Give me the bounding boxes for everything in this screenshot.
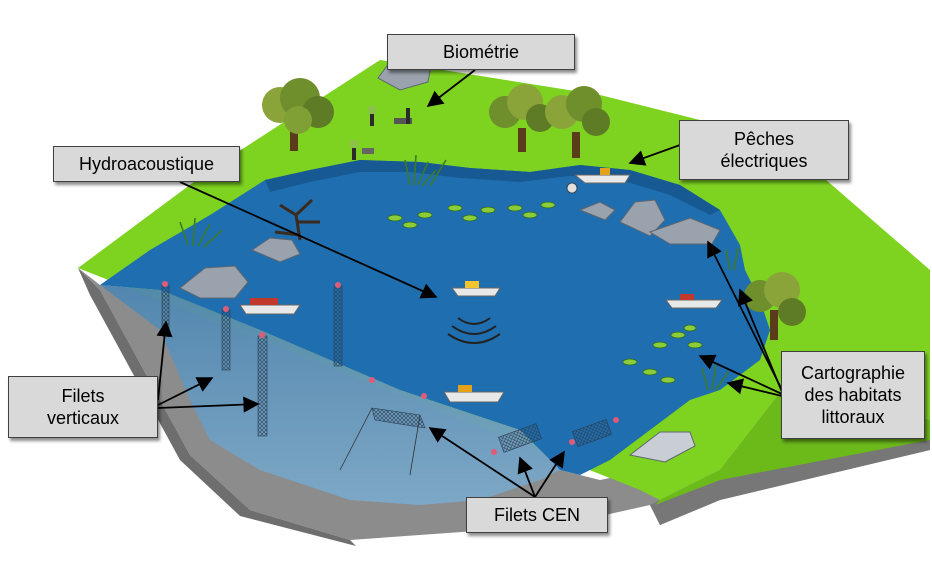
boat-right	[665, 294, 723, 309]
dead-tree	[274, 198, 320, 241]
arrow-peches	[628, 144, 681, 166]
cen-nets	[339, 377, 619, 476]
tree-back-right-2	[545, 86, 610, 158]
arrow-filets-verticaux-1	[156, 320, 173, 401]
arrow-carto-2	[738, 288, 783, 393]
label-filets-cen: Filets CEN	[466, 497, 608, 533]
arrow-hydroacoustique	[179, 181, 438, 299]
arrow-biometrie	[426, 69, 476, 107]
rocks	[179, 49, 721, 463]
boat-cen	[443, 385, 505, 403]
arrow-filets-verticaux-2	[157, 377, 214, 406]
label-hydroacoustique: Hydroacoustique	[53, 146, 240, 182]
arrow-carto-1	[707, 240, 783, 391]
tree-right-shore	[744, 272, 806, 340]
biometry-workers	[350, 106, 412, 160]
arrow-filets-verticaux-3	[157, 396, 260, 413]
tree-back-right-1	[489, 84, 554, 152]
trees	[262, 78, 806, 340]
arrow-cen-1	[428, 427, 536, 498]
arrow-cen-3	[534, 450, 565, 498]
label-filets-verticaux: Filets verticaux	[8, 376, 158, 438]
lake-water	[100, 160, 770, 475]
lily-pads	[387, 201, 703, 384]
arrow-carto-3	[698, 354, 783, 395]
label-peches-electriques: Pêches électriques	[679, 120, 849, 180]
boat-hydroacoustic	[447, 281, 501, 344]
tree-left	[262, 78, 334, 151]
arrows	[156, 69, 783, 498]
arrow-carto-4	[726, 378, 783, 397]
boat-electric	[566, 168, 631, 194]
boat-net-left	[239, 298, 301, 315]
vertical-nets	[161, 281, 343, 437]
label-cartographie: Cartographie des habitats littoraux	[781, 351, 925, 439]
label-biometrie: Biométrie	[387, 34, 575, 70]
underwater-section	[100, 285, 560, 505]
arrow-cen-2	[517, 456, 536, 498]
boats	[239, 168, 723, 403]
